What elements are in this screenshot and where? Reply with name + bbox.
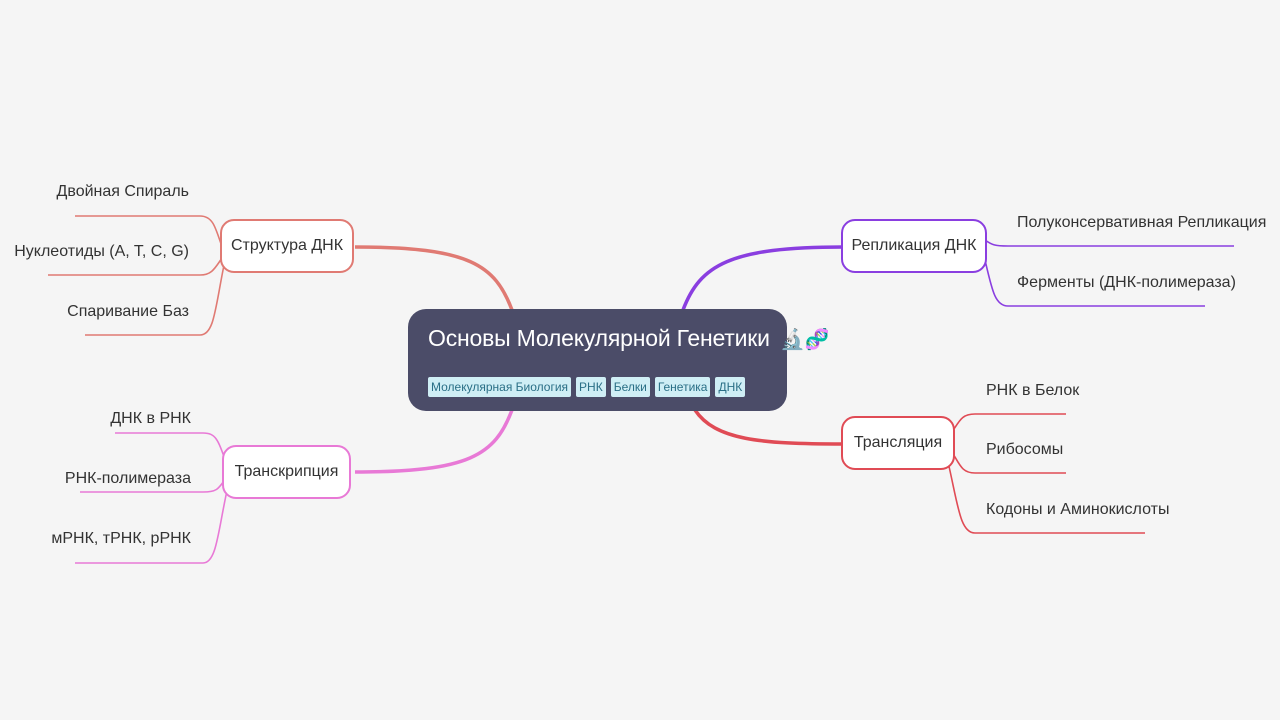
leaf-double-helix[interactable]: Двойная Спираль — [56, 183, 189, 200]
link-translation-leaf-1 — [951, 413, 1066, 433]
leaf-rna-types[interactable]: мРНК, тРНК, рРНК — [51, 530, 191, 547]
link-replication-leaf-2 — [984, 259, 1205, 307]
branch-replication-label: Репликация ДНК — [851, 237, 977, 254]
leaf-nucleotides[interactable]: Нуклеотиды (A, T, C, G) — [14, 243, 189, 260]
branch-transcription[interactable]: Транскрипция — [222, 445, 351, 499]
leaf-semiconservative[interactable]: Полуконсервативная Репликация — [1017, 214, 1267, 231]
branch-replication[interactable]: Репликация ДНК — [841, 219, 987, 273]
leaf-rna-to-protein[interactable]: РНК в Белок — [986, 382, 1080, 399]
branch-structure[interactable]: Структура ДНК — [220, 219, 354, 273]
leaf-enzymes[interactable]: Ферменты (ДНК-полимераза) — [1017, 274, 1236, 291]
tag-genetics[interactable]: Генетика — [654, 377, 711, 397]
tag-dna[interactable]: ДНК — [715, 377, 746, 397]
tag-proteins[interactable]: Белки — [610, 377, 650, 397]
root-topic[interactable]: Основы Молекулярной Генетики 🔬🧬 Молекуля… — [408, 309, 830, 411]
link-root-transcription — [354, 409, 514, 474]
link-translation-leaf-3 — [947, 461, 1145, 534]
link-root-replication — [681, 245, 844, 311]
microscope-dna-icon: 🔬🧬 — [779, 327, 830, 351]
link-structure-leaf-1 — [75, 215, 223, 248]
link-replication-leaf-1 — [984, 239, 1234, 247]
leaf-base-pairing[interactable]: Спаривание Баз — [67, 303, 189, 320]
link-transcription-leaf-3 — [75, 485, 229, 564]
leaf-rna-polymerase[interactable]: РНК-полимераза — [64, 470, 191, 487]
leaf-codons[interactable]: Кодоны и Аминокислоты — [986, 501, 1170, 518]
link-root-structure — [354, 245, 514, 311]
leaf-ribosomes[interactable]: Рибосомы — [986, 441, 1064, 458]
branch-transcription-label: Транскрипция — [234, 463, 339, 480]
link-root-translation — [693, 409, 844, 446]
root-tags: Молекулярная Биология РНК Белки Генетика… — [428, 377, 746, 397]
link-structure-leaf-3 — [85, 264, 225, 336]
branch-translation[interactable]: Трансляция — [841, 416, 955, 470]
tag-molecular-biology[interactable]: Молекулярная Биология — [428, 377, 572, 397]
branch-translation-label: Трансляция — [853, 434, 943, 451]
branch-structure-label: Структура ДНК — [230, 237, 344, 254]
link-structure-leaf-2 — [48, 257, 223, 276]
root-title-row: Основы Молекулярной Генетики 🔬🧬 — [428, 325, 830, 352]
root-title: Основы Молекулярной Генетики — [428, 325, 770, 351]
link-transcription-leaf-1 — [115, 432, 227, 463]
tag-rna[interactable]: РНК — [576, 377, 606, 397]
leaf-dna-to-rna[interactable]: ДНК в РНК — [110, 410, 191, 427]
